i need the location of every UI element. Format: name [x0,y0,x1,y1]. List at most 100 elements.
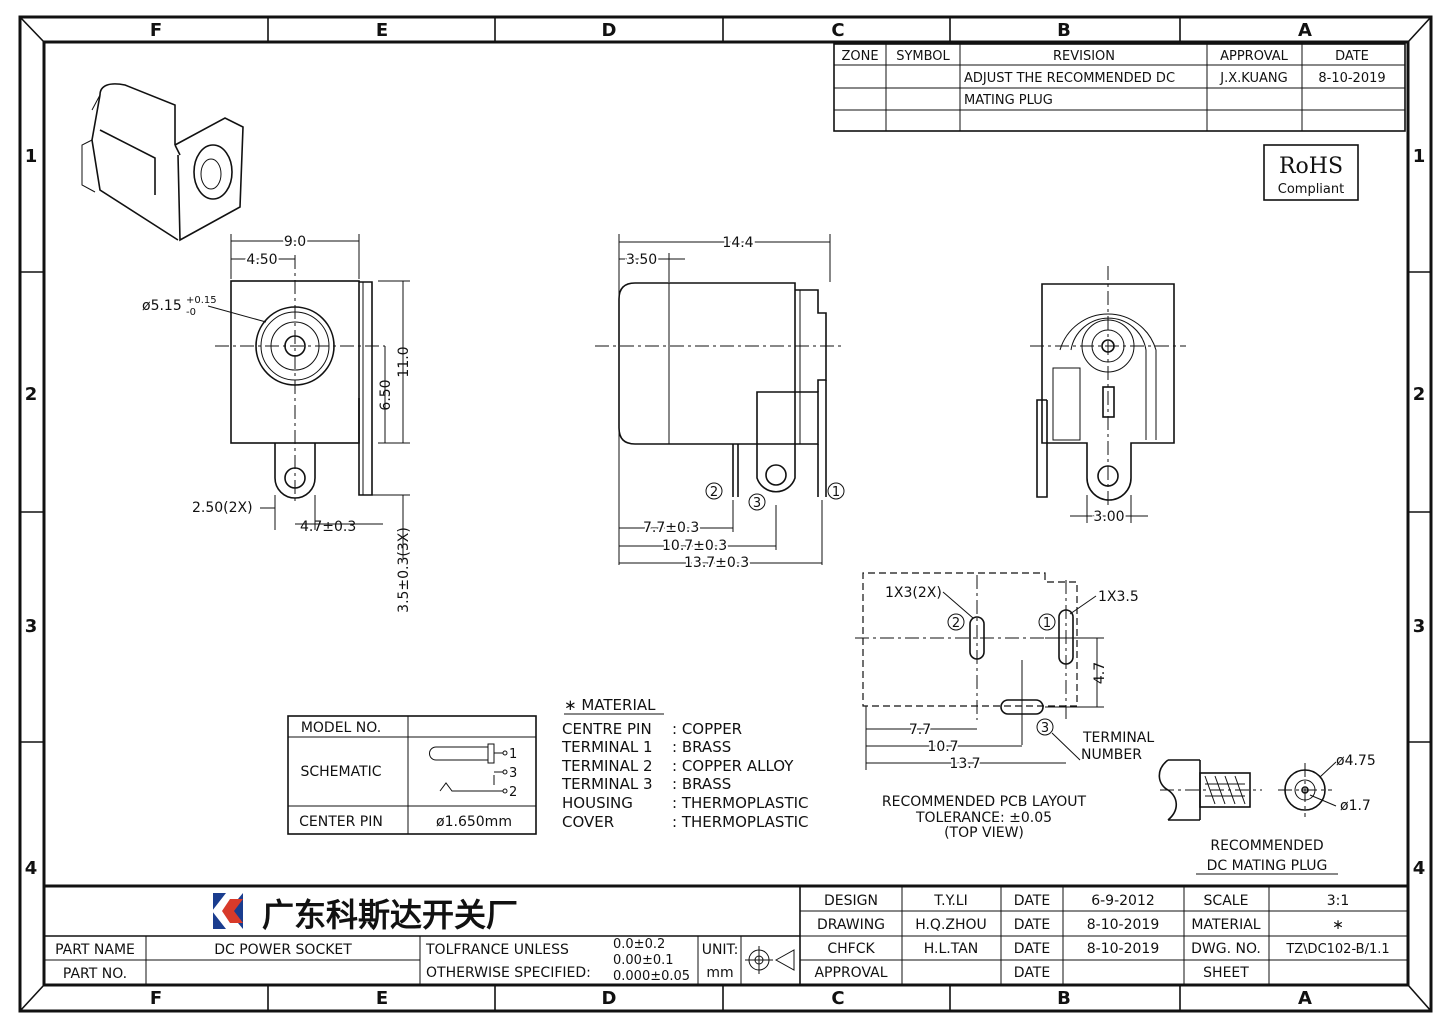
material-part-2: TERMINAL 1 [561,738,653,756]
side-pin-1: 1 [832,485,840,500]
side-dim-length: 14.4 [722,235,753,251]
company-logo [212,893,243,929]
schematic-symbol: 1 3 2 [429,743,517,800]
check-label: CHFCK [827,941,875,957]
revision-table: ZONE SYMBOL REVISION APPROVAL DATE ADJUS… [833,43,1406,132]
zone-top-e: E [376,20,388,41]
material-part-4: TERMINAL 3 [561,775,653,793]
part-name-value: DC POWER SOCKET [214,942,352,958]
zone-bottom-e: E [376,988,388,1009]
approval-label: APPROVAL [814,965,887,981]
tolerance-value-1: 0.0±0.2 [613,937,665,952]
center-pin-label: CENTER PIN [299,814,383,830]
rev-header-approval: APPROVAL [1220,49,1289,64]
pcb-dim-d1: 7.7 [909,722,931,738]
approval-date-label: DATE [1014,965,1050,981]
sch-pin-1: 1 [509,747,517,762]
tolerance-line1: TOLFRANCE UNLESS [425,942,569,958]
front-dim-pin-length: 3.5±0.3(3X) [396,527,412,613]
pcb-slot-small: 1X3(2X) [885,585,942,601]
material-label: MATERIAL [1191,917,1260,933]
side-pin-2: 2 [710,485,718,500]
back-view: 3.00 [1030,266,1186,527]
zone-top-d: D [602,20,617,41]
zone-bottom-c: C [831,988,844,1009]
rev-text-line2: MATING PLUG [964,93,1053,108]
design-date: 6-9-2012 [1091,893,1155,909]
front-dim-height: 11.0 [396,346,412,377]
design-label: DESIGN [824,893,878,909]
material-value-6: : THERMOPLASTIC [672,813,809,831]
rev-approval-value: J.X.KUANG [1219,71,1287,86]
side-dim-d3: 13.7±0.3 [684,555,749,571]
check-name: H.L.TAN [924,941,979,957]
drawing-label: DRAWING [817,917,885,933]
zone-left-2: 2 [25,384,38,405]
material-value-2: : BRASS [672,738,731,756]
plug-caption-2: DC MATING PLUG [1207,858,1328,874]
zone-bottom-a: A [1298,988,1312,1009]
plug-caption-1: RECOMMENDED [1210,838,1323,854]
zone-bottom-f: F [150,988,162,1009]
material-value: ∗ [1332,917,1344,933]
projection-symbol [745,946,795,974]
sch-pin-2: 2 [509,785,517,800]
drawing-date: 8-10-2019 [1087,917,1159,933]
material-list: ∗ MATERIAL CENTRE PIN : COPPER TERMINAL … [561,696,809,831]
company-name: 广东科斯达开关厂 [262,896,518,934]
check-date-label: DATE [1014,941,1050,957]
plug-outer-dia: ø4.75 [1336,753,1376,769]
material-value-1: : COPPER [672,720,742,738]
side-dim-d1: 7.7±0.3 [643,520,699,536]
front-dim-center-height: 6.50 [378,379,394,410]
zone-top-f: F [150,20,162,41]
zone-right-1: 1 [1413,146,1426,167]
side-view: 2 3 1 14.4 3.50 7.7±0.3 10.7±0.3 13.7±0.… [595,233,845,573]
material-part-1: CENTRE PIN [562,720,652,738]
rohs-stamp: RoHS Compliant [1263,144,1359,201]
front-dim-hole-plus: +0.15 [186,295,217,306]
zone-left-1: 1 [25,146,38,167]
pcb-pin-3: 3 [1041,721,1049,736]
check-date: 8-10-2019 [1087,941,1159,957]
part-name-label: PART NAME [55,942,135,958]
rev-header-symbol: SYMBOL [896,49,950,64]
pcb-caption-2: TOLERANCE: ±0.05 [915,810,1052,826]
rohs-subtitle: Compliant [1278,182,1344,197]
pcb-terminal-label-2: NUMBER [1081,747,1142,763]
drawing-name: H.Q.ZHOU [915,917,987,933]
drawing-date-label: DATE [1014,917,1050,933]
zone-labels: F E D C B A F E D C B A 1 2 3 4 1 2 3 4 [25,20,1426,1009]
zone-bottom-b: B [1057,988,1071,1009]
pcb-dim-vertical: 4.7 [1092,662,1108,684]
schematic-label: SCHEMATIC [300,764,381,780]
model-label: MODEL NO. [301,720,381,736]
pcb-layout: 2 1 3 1X3(2X) 1X3.5 4.7 7.7 10.7 13.7 TE… [855,572,1154,841]
zone-left-4: 4 [25,858,38,879]
rev-header-zone: ZONE [841,49,878,64]
front-view: 9.0 4.50 ø5.15 +0.15 -0 11.0 6.50 2.50(2… [142,232,412,613]
pcb-terminal-label-1: TERMINAL [1082,730,1154,746]
scale-value: 3:1 [1327,893,1350,909]
pcb-pin-1: 1 [1043,616,1051,631]
zone-top-c: C [831,20,844,41]
title-block: 广东科斯达开关厂 PART NAME DC POWER SOCKET PART … [44,884,1408,985]
unit-value: mm [706,965,733,981]
unit-label: UNIT: [702,942,739,958]
zone-top-b: B [1057,20,1071,41]
material-value-4: : BRASS [672,775,731,793]
pcb-slot-large: 1X3.5 [1098,589,1139,605]
isometric-view [81,83,244,242]
tolerance-value-3: 0.000±0.05 [613,969,690,984]
rohs-title: RoHS [1279,154,1343,179]
rev-header-date: DATE [1335,49,1369,64]
zone-bottom-d: D [602,988,617,1009]
sheet-label: SHEET [1203,965,1249,981]
side-pin-3: 3 [753,496,761,511]
rev-text-line1: ADJUST THE RECOMMENDED DC [964,71,1175,86]
material-value-3: : COPPER ALLOY [672,757,794,775]
pcb-dim-d3: 13.7 [949,756,980,772]
sch-pin-3: 3 [509,766,517,781]
material-part-5: HOUSING [562,794,633,812]
